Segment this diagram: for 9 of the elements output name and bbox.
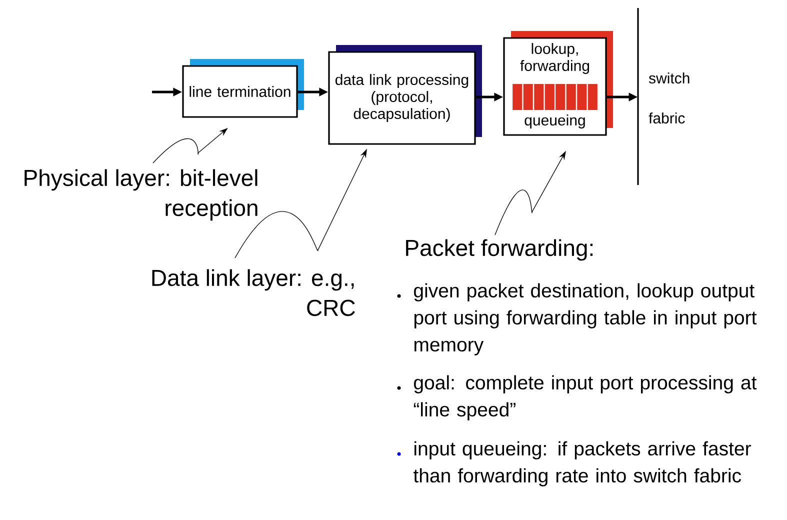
bullet-text: input queueing: if packets arrive faster than forwarding rate into switch fabric (397, 441, 751, 486)
process-box: data link processing (protocol, decapsulation) (328, 45, 482, 145)
caption-text: Physical layer: bit-level reception (24, 169, 258, 221)
heading-text: Packet forwarding: (406, 239, 593, 261)
process-box: line termination (182, 59, 304, 118)
bullet-text: goal: complete input port processing at “line speed” (397, 375, 757, 420)
switch-fabric: switch fabric (637, 8, 690, 185)
process-box: lookup, forwarding queueing (503, 31, 613, 136)
caption-text: Data link layer: e.g., CRC (152, 269, 355, 316)
